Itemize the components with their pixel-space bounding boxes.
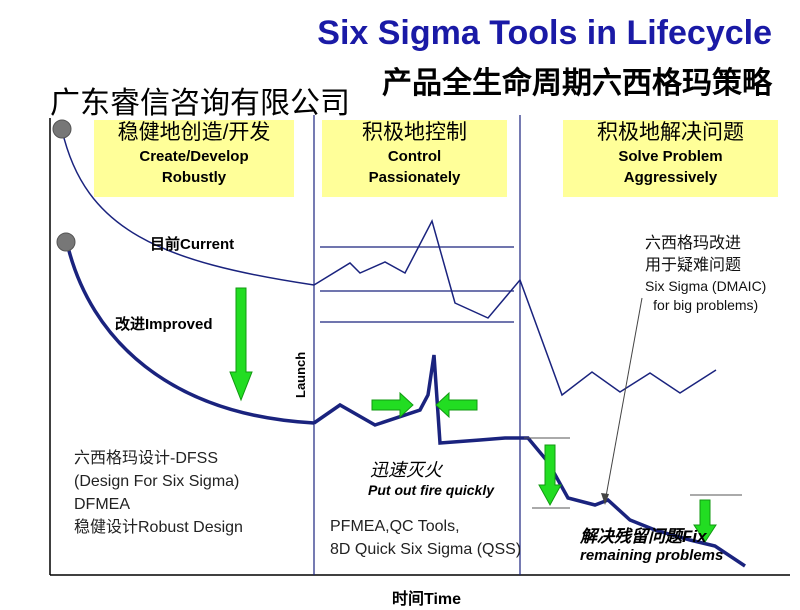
dfss-notes: 六西格玛设计-DFSS (Design For Six Sigma) DFMEA… <box>74 447 243 539</box>
dmaic-line-4: for big problems) <box>653 297 759 313</box>
dmaic-pointer <box>604 297 643 503</box>
fire-left-arrow <box>435 391 478 419</box>
dfss-line-3: DFMEA <box>74 496 130 513</box>
fire-en-label: Put out fire quickly <box>368 482 495 498</box>
x-axis-label: 时间Time <box>392 591 462 608</box>
title-chinese: 产品全生命周期六西格玛策略 <box>382 67 772 100</box>
dfss-line-4: 稳健设计Robust Design <box>74 519 243 536</box>
current-control-line <box>313 218 717 397</box>
solve-down-arrow-1 <box>538 444 562 507</box>
dmaic-notes: 六西格玛改进 用于疑难问题 Six Sigma (DMAIC) for big … <box>645 233 766 315</box>
phase-solve-en1: Solve Problem <box>618 148 723 165</box>
dmaic-line-2: 用于疑难问题 <box>645 257 742 274</box>
pfmea-notes: PFMEA,QC Tools, 8D Quick Six Sigma (QSS) <box>330 515 521 561</box>
phase-box-control: 积极地控制 Control Passionately <box>322 120 507 197</box>
phase-box-develop: 稳健地创造/开发 Create/Develop Robustly <box>94 120 294 197</box>
phase-solve-en2: Aggressively <box>623 169 718 186</box>
improved-start-dot <box>56 232 76 252</box>
pfmea-line-1: PFMEA,QC Tools, <box>330 518 460 535</box>
phase-develop-en2: Robustly <box>161 169 227 186</box>
phase-develop-en1: Create/Develop <box>139 148 249 165</box>
fire-right-arrow <box>371 391 414 419</box>
improved-label: 改进Improved <box>115 316 213 333</box>
current-curve <box>61 129 315 286</box>
phase-control-cn: 积极地控制 <box>362 121 467 144</box>
residual-cn-label: 解决残留问题Fix <box>580 527 707 546</box>
dmaic-pointer-head <box>601 493 609 505</box>
pfmea-line-2: 8D Quick Six Sigma (QSS) <box>330 541 522 558</box>
dfss-line-2: (Design For Six Sigma) <box>74 473 240 490</box>
launch-label: Launch <box>293 352 308 398</box>
phase-box-solve: 积极地解决问题 Solve Problem Aggressively <box>563 120 778 197</box>
solve-down-arrow-2 <box>693 499 717 543</box>
dfss-line-1: 六西格玛设计-DFSS <box>74 450 219 467</box>
phase-develop-cn: 稳健地创造/开发 <box>117 121 271 144</box>
title-english: Six Sigma Tools in Lifecycle <box>317 14 772 52</box>
dmaic-line-1: 六西格玛改进 <box>645 235 742 252</box>
current-start-dot <box>52 119 72 139</box>
residual-en-label: remaining problems <box>580 547 724 564</box>
phase-control-en1: Control <box>387 148 442 165</box>
phase-solve-cn: 积极地解决问题 <box>597 121 744 144</box>
dmaic-line-3: Six Sigma (DMAIC) <box>645 278 767 294</box>
fire-cn-label: 迅速灭火 <box>370 460 442 480</box>
improved-curve <box>65 242 315 425</box>
improvement-down-arrow <box>229 287 253 402</box>
company-name: 广东睿信咨询有限公司 <box>50 87 350 120</box>
phase-control-en2: Passionately <box>368 169 461 186</box>
current-label: 目前Current <box>150 236 235 253</box>
